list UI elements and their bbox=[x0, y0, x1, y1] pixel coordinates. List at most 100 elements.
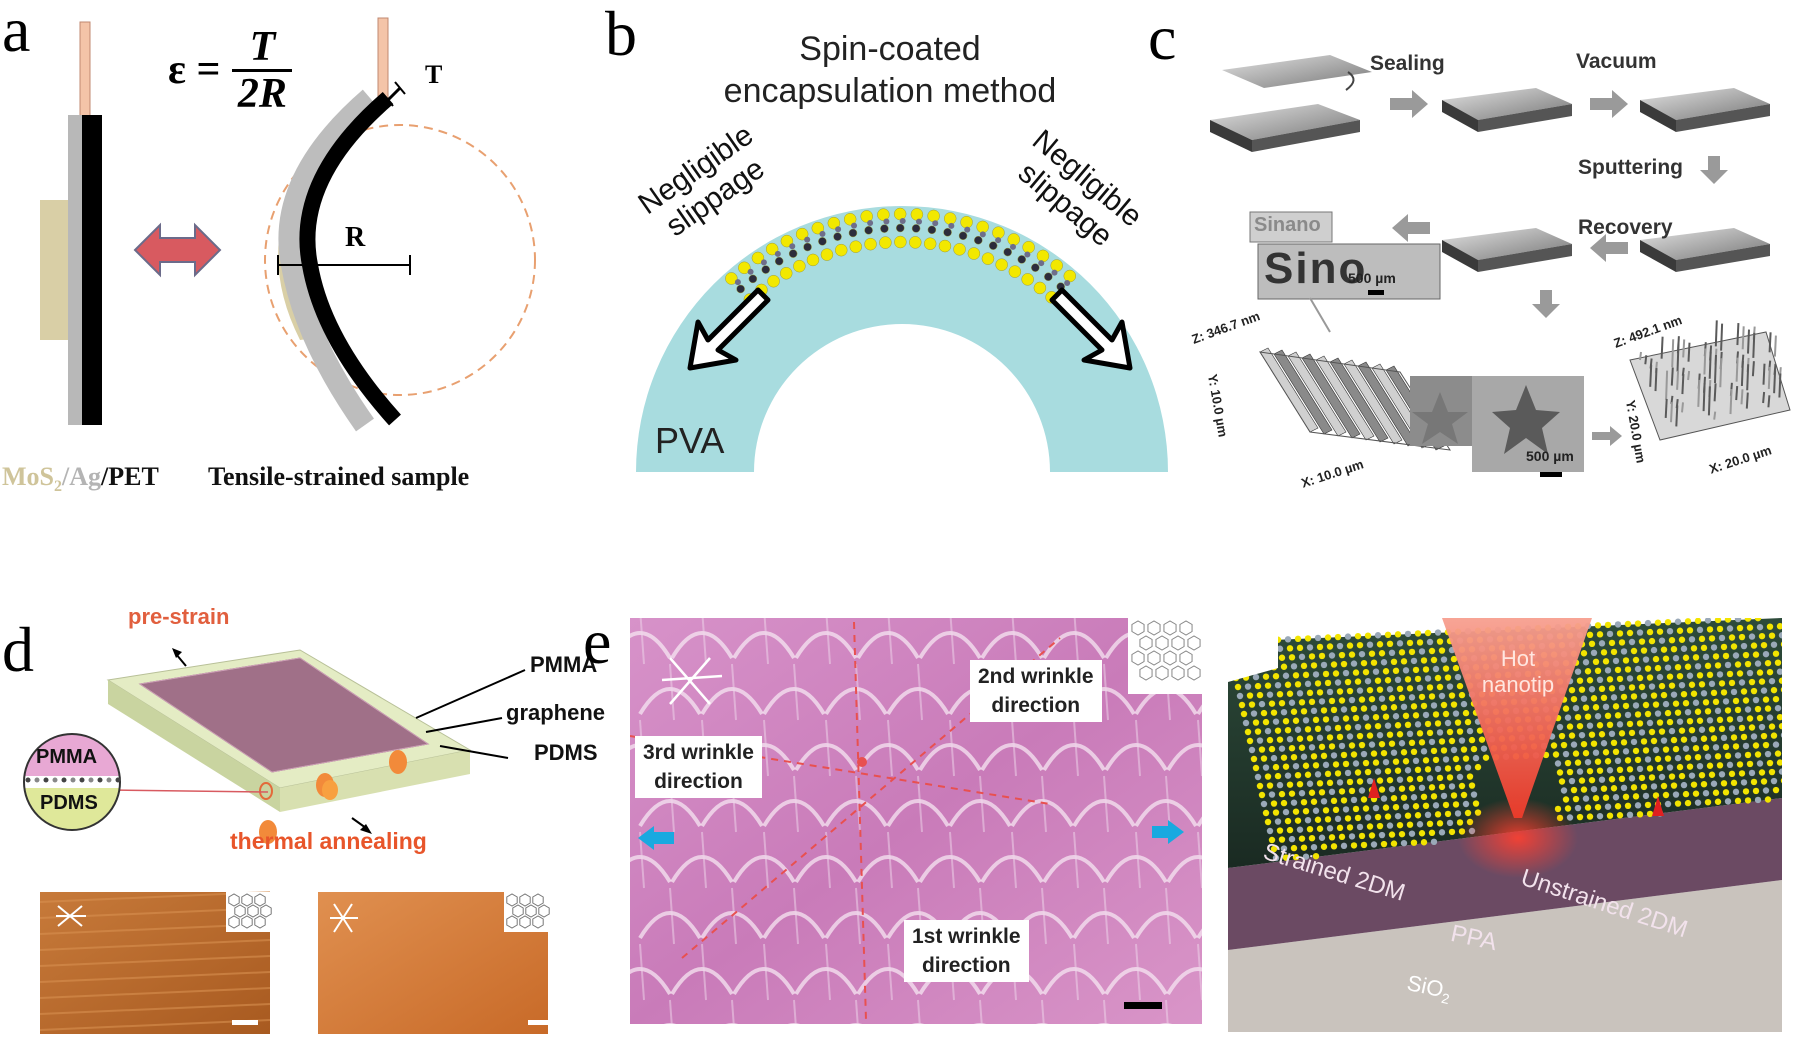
star-shape-2-icon bbox=[1492, 385, 1560, 454]
w1-line1: 1st wrinkle bbox=[912, 925, 1021, 948]
pva-label: PVA bbox=[655, 420, 725, 461]
panel-a-diagram bbox=[40, 17, 536, 432]
caption-mos2: MoS bbox=[2, 462, 54, 491]
scale-bar-2 bbox=[1540, 472, 1562, 477]
step-sealing: Sealing bbox=[1370, 52, 1445, 75]
strain-formula: ε = T 2R bbox=[168, 20, 293, 120]
wafer-sputtered bbox=[1640, 228, 1770, 272]
panel-label-e: e bbox=[583, 606, 612, 677]
arrow-vacuum-icon bbox=[1590, 90, 1628, 118]
panel-b: Spin-coated encapsulation method Negligi… bbox=[620, 0, 1190, 500]
inset-pdms-label: PDMS bbox=[40, 792, 98, 814]
panel-d-diagram bbox=[23, 648, 554, 1034]
scale-bar-d2 bbox=[528, 1020, 554, 1025]
panel-b-diagram bbox=[636, 206, 1168, 472]
slippage-arrow-left-icon bbox=[687, 287, 771, 371]
double-arrow-icon bbox=[133, 222, 222, 278]
step-vacuum: Vacuum bbox=[1576, 50, 1657, 73]
scale-bar-d1 bbox=[232, 1020, 258, 1025]
tip-line2: nanotip bbox=[1481, 672, 1555, 697]
formula-bar bbox=[232, 68, 293, 72]
heat-glow bbox=[1458, 798, 1578, 878]
electrode-wire-flat bbox=[79, 21, 91, 118]
scale-label-2: 500 µm bbox=[1526, 448, 1574, 464]
panel-label-c: c bbox=[1148, 2, 1177, 73]
formula-denominator: 2R bbox=[237, 70, 287, 117]
star-shape-icon bbox=[1412, 392, 1468, 444]
pva-substrate bbox=[636, 206, 1168, 472]
w3-line1: 3rd wrinkle bbox=[643, 741, 754, 764]
panel-b-title-line2: encapsulation method bbox=[723, 72, 1057, 110]
w1-line2: direction bbox=[921, 954, 1011, 977]
step-recovery: Recovery bbox=[1578, 216, 1673, 239]
w3-line2: direction bbox=[654, 770, 743, 793]
arrow-to-afm-icon bbox=[1592, 426, 1622, 446]
panel-c: Sealing Vacuum Sputtering Recovery Sinan… bbox=[1190, 0, 1802, 510]
pet-layer-flat bbox=[82, 115, 102, 425]
strain-arrow-right-icon bbox=[1652, 796, 1664, 816]
caption-materials: MoS2/Ag/PET bbox=[2, 462, 159, 496]
panel-label-a: a bbox=[2, 0, 31, 65]
panel-label-d: d bbox=[2, 614, 34, 685]
hex-lattice-e-icon bbox=[1131, 620, 1201, 681]
tip-line1: Hot bbox=[1500, 646, 1536, 671]
mos2-lattice bbox=[725, 207, 1077, 306]
hot-nanotip bbox=[1442, 618, 1592, 818]
compass-star-icon bbox=[661, 657, 723, 705]
sinano-thumb-small bbox=[1249, 211, 1333, 243]
scale-label-1: 500 µm bbox=[1348, 270, 1396, 286]
graphene-dots bbox=[25, 777, 121, 783]
panel-c-diagram bbox=[1210, 55, 1791, 477]
panel-a: ε = T 2R T R MoS2/Ag/PET Tensile-straine… bbox=[0, 0, 560, 510]
sinano-image bbox=[1257, 243, 1441, 300]
slippage-arrow-right-icon bbox=[1049, 287, 1133, 371]
wrinkle-pattern bbox=[630, 618, 1202, 1024]
scale-bar-1 bbox=[1368, 290, 1384, 295]
heat-drops bbox=[259, 750, 407, 844]
label-1st-wrinkle: 1st wrinkle direction bbox=[904, 920, 1029, 982]
arrow-sealing-icon bbox=[1390, 90, 1428, 118]
left-arrow-icon bbox=[638, 826, 674, 850]
graphene-label: graphene bbox=[506, 700, 606, 725]
right-arrow-icon bbox=[1152, 820, 1184, 844]
hot-nanotip-label: Hot nanotip bbox=[1468, 646, 1568, 698]
wafer-recovered bbox=[1442, 228, 1572, 272]
wafer-vacuum bbox=[1640, 88, 1770, 132]
panel-d: pre-strain PMMA graphene PDMS PMMA PDMS … bbox=[0, 600, 620, 1048]
mos2-layer-flat bbox=[40, 200, 70, 340]
hex-lattice-icon bbox=[228, 893, 550, 929]
formula-numerator: T bbox=[249, 23, 276, 70]
electrode-wire-bent bbox=[377, 17, 389, 99]
w2-line2: direction bbox=[991, 694, 1081, 717]
w2-line1: 2nd wrinkle bbox=[978, 665, 1094, 688]
arrow-to-image-icon bbox=[1392, 214, 1430, 242]
caption-sample: Tensile-strained sample bbox=[208, 462, 470, 491]
strain-arrow-left-icon bbox=[1368, 778, 1380, 798]
prestrain-arrow-2-icon bbox=[360, 824, 372, 834]
pdms-label: PDMS bbox=[534, 740, 598, 765]
formula-lhs: ε = bbox=[168, 47, 221, 93]
direction-star-left-icon bbox=[56, 905, 86, 927]
annealing-label: thermal annealing bbox=[230, 828, 427, 854]
panel-e: 2nd wrinkle direction 3rd wrinkle direct… bbox=[630, 618, 1202, 1024]
radius-label: R bbox=[345, 222, 366, 253]
prestrain-label: pre-strain bbox=[128, 604, 230, 629]
thickness-label: T bbox=[425, 60, 443, 89]
afm-grating-3d bbox=[1259, 347, 1451, 451]
arrow-recovery-icon bbox=[1590, 234, 1628, 262]
label-2nd-wrinkle: 2nd wrinkle direction bbox=[970, 660, 1102, 722]
panel-f: Hot nanotip Strained 2DM Unstrained 2DM … bbox=[1228, 618, 1782, 1032]
arrow-down-icon bbox=[1532, 290, 1560, 318]
caption-ag: /Ag bbox=[62, 462, 101, 491]
direction-star-right-icon bbox=[330, 903, 358, 933]
sinano-small-text: Sinano bbox=[1254, 214, 1321, 236]
label-3rd-wrinkle: 3rd wrinkle direction bbox=[635, 736, 762, 798]
scale-bar-e bbox=[1124, 1002, 1162, 1009]
panel-b-title-line1: Spin-coated bbox=[799, 30, 981, 68]
arrow-sputtering-icon bbox=[1700, 156, 1728, 184]
ag-layer-flat bbox=[68, 115, 82, 425]
caption-mos2-sub: 2 bbox=[54, 478, 62, 496]
panel-f-diagram bbox=[1228, 618, 1782, 1032]
panel-label-b: b bbox=[605, 0, 637, 69]
pmma-label: PMMA bbox=[530, 652, 598, 677]
